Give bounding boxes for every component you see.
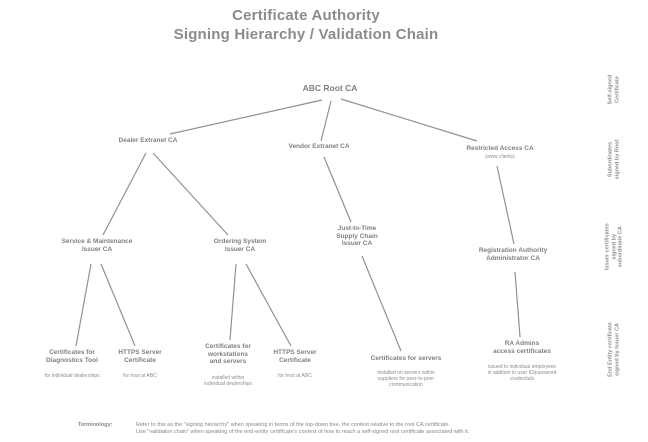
edge-ordering-https2 xyxy=(245,263,292,347)
node-label: Certificates for Diagnostics Tool xyxy=(46,349,98,364)
node-certificates-for-servers: Certificates for servers installed on se… xyxy=(336,355,476,388)
node-sublabel: for host at ABC xyxy=(123,373,157,379)
node-label: Service & Maintenance Issuer CA xyxy=(61,238,133,253)
node-certificates-diagnostics-tool: Certificates for Diagnostics Tool for in… xyxy=(12,349,132,379)
edge-regauth-ra xyxy=(514,271,521,338)
edge-service-diag xyxy=(75,263,92,347)
node-https-server-certificate-ordering: HTTPS Server Certificate for host at ABC xyxy=(235,349,355,379)
edge-root-vendor xyxy=(320,100,332,142)
edge-vendor-jit xyxy=(323,156,352,223)
node-label: HTTPS Server Certificate xyxy=(273,349,317,364)
node-dealer-extranet-ca: Dealer Extranet CA xyxy=(88,137,208,145)
edge-service-https1 xyxy=(100,263,136,347)
node-registration-authority-admin-ca: Registration Authority Administrator CA xyxy=(453,247,573,262)
edge-root-dealer xyxy=(169,99,323,135)
edge-jit-servers xyxy=(361,255,402,352)
node-label: Vendor Extranet CA xyxy=(288,143,350,150)
node-sublabel: for individual dealerships xyxy=(44,373,100,379)
edge-restricted-regauth xyxy=(496,165,515,245)
node-sublabel: installed within individual dealerships xyxy=(204,374,252,387)
node-sublabel: for host at ABC xyxy=(278,373,312,379)
node-label: Ordering System Issuer CA xyxy=(213,238,267,253)
node-sublabel: (www clients) xyxy=(485,153,515,160)
edge-root-restricted xyxy=(340,98,478,142)
terminology-note: Refer to this as the "signing hierarchy"… xyxy=(136,422,470,435)
edge-dealer-ordering xyxy=(152,152,229,236)
terminology-heading: Terminology: xyxy=(78,422,113,428)
tier-label-end-entity: End Entity certificate signed by Issuer … xyxy=(607,322,621,377)
node-vendor-extranet-ca: Vendor Extranet CA xyxy=(259,143,379,151)
node-ra-admins-access-certificates: RA Admins access certificates issued to … xyxy=(452,340,592,382)
node-label: ABC Root CA xyxy=(302,83,358,93)
node-label: Dealer Extranet CA xyxy=(118,137,178,144)
node-restricted-access-ca: Restricted Access CA (www clients) xyxy=(440,145,560,160)
node-label: HTTPS Server Certificate xyxy=(118,349,162,364)
node-label: Registration Authority Administrator CA xyxy=(478,247,548,262)
node-label: Restricted Access CA xyxy=(466,145,534,152)
node-sublabel: issued to individual employees in additi… xyxy=(487,364,557,382)
node-https-server-certificate-dealer: HTTPS Server Certificate for host at ABC xyxy=(80,349,200,379)
node-ordering-system-issuer-ca: Ordering System Issuer CA xyxy=(180,238,300,253)
node-label: Certificates for servers xyxy=(370,355,442,362)
node-label: Certificates for workstations and server… xyxy=(205,343,251,365)
node-label: Just-In-Time Supply Chain Issuer CA xyxy=(336,225,378,247)
node-service-maintenance-issuer-ca: Service & Maintenance Issuer CA xyxy=(37,238,157,253)
edge-ordering-work xyxy=(229,263,237,341)
edge-dealer-service xyxy=(102,152,147,236)
node-sublabel: installed on servers within suppliers fo… xyxy=(377,369,435,388)
page-title: Certificate Authority Signing Hierarchy … xyxy=(173,7,439,43)
node-abc-root-ca: ABC Root CA xyxy=(270,83,390,93)
node-certificates-workstations-servers: Certificates for workstations and server… xyxy=(168,343,288,387)
node-label: RA Admins access certificates xyxy=(493,340,551,355)
node-jit-supply-chain-issuer-ca: Just-In-Time Supply Chain Issuer CA xyxy=(297,225,417,248)
